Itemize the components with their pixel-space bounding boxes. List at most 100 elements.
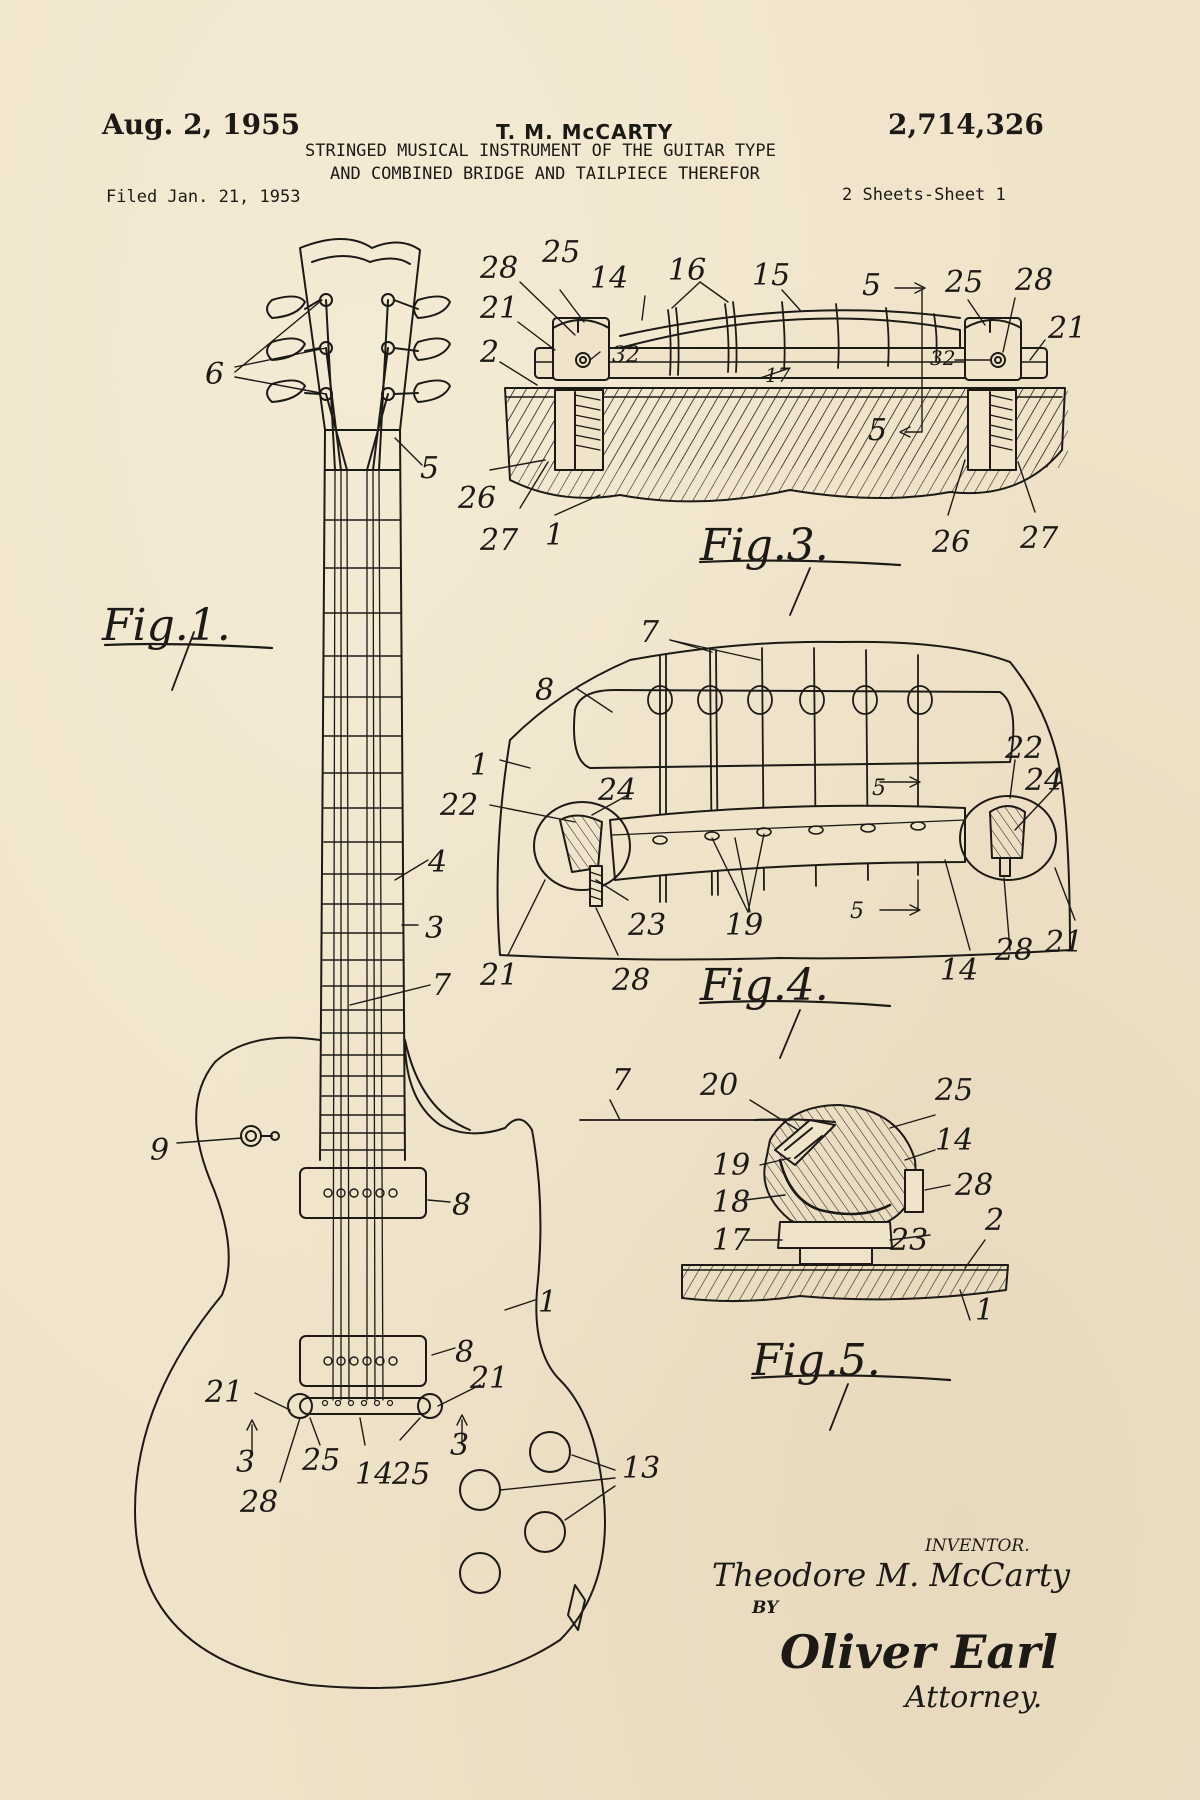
control-knob-3 [524,1511,566,1553]
fig3-label-27a: 27 [479,523,519,558]
fig3-bridge-bar [534,347,1048,379]
fig4-label-28b: 28 [994,933,1033,968]
fig1-label-1: 1 [538,1285,557,1320]
fig4-label-8: 8 [535,673,554,708]
fig1-caption: Fig.1. [101,600,231,651]
fig3-label-25a: 25 [541,235,580,270]
fig1-label-21b: 21 [469,1361,508,1396]
fig1-label-9: 9 [150,1133,169,1168]
fig3-label-16: 16 [668,253,706,288]
fig5-label-28: 28 [954,1168,993,1203]
tuner-pegs-right [381,293,451,403]
fig5-body-section [681,1264,1009,1303]
control-knob-2 [459,1469,501,1511]
fig5-caption: Fig.5. [751,1335,881,1386]
fig5-label-17: 17 [712,1223,751,1258]
fig4-label-22b: 22 [1004,731,1043,766]
fig1-label-14: 14 [355,1457,393,1492]
control-knob-1 [529,1431,571,1473]
guitar-body-outline [134,1036,606,1689]
title-line-1: STRINGED MUSICAL INSTRUMENT OF THE GUITA… [305,141,776,161]
fig4-label-7: 7 [640,615,660,650]
fig5-label-18: 18 [712,1185,750,1220]
fig1-label-8a: 8 [452,1188,471,1223]
fig3-label-32b: 32 [930,346,955,370]
fig5-label-23: 23 [889,1223,928,1258]
fig3-caption: Fig.3. [699,520,829,571]
fig3-label-21b: 21 [1047,311,1086,346]
fig1-label-3: 3 [425,911,444,946]
fig3-label-21a: 21 [479,291,518,326]
patent-date: Aug. 2, 1955 [102,108,301,141]
fig1-label-25a: 25 [301,1443,340,1478]
fig5-label-7: 7 [612,1063,632,1098]
fig1-label-3b: 3 [236,1445,255,1480]
inventor-name: T. M. McCARTY [496,120,674,144]
output-jack [567,1584,586,1631]
fig4-caption: Fig.4. [699,960,829,1011]
neck-outline [319,429,406,1161]
filed-date: Filed Jan. 21, 1953 [106,187,301,207]
fig3-body-section [504,387,1066,503]
headstock-inner [311,255,411,265]
fig1-label-25b: 25 [391,1457,430,1492]
fig1-label-28: 28 [239,1485,278,1520]
fig3-label-5a: 5 [862,268,881,303]
attorney-signature: Oliver Earl [780,1625,1058,1679]
fig1-label-4: 4 [427,845,447,880]
fig3-label-32a: 32 [612,343,640,368]
fig3-label-28b: 28 [1014,263,1053,298]
fig3-label-28a: 28 [479,251,518,286]
fig3-label-1: 1 [545,518,564,553]
by-label: BY [752,1598,779,1618]
fig4-label-24a: 24 [597,773,636,808]
fig4-label-23: 23 [627,908,666,943]
fig1-label-13: 13 [622,1451,660,1486]
guitar-strings [332,469,384,1401]
control-knob-4 [459,1552,501,1594]
fig5-bridge-cross-section [579,1099,1009,1431]
fig5-label-2: 2 [984,1203,1004,1238]
fig3-label-17: 17 [765,363,791,387]
fig4-broken-outline [496,640,1071,961]
fig5-label-14: 14 [935,1123,973,1158]
frets [320,519,406,1151]
neck-pickup [299,1167,427,1219]
fig1-label-3c: 3 [450,1428,469,1463]
fig4-label-5a: 5 [872,776,886,801]
fig4-label-21b: 21 [1044,925,1083,960]
sheet-count: 2 Sheets-Sheet 1 [842,185,1006,205]
fig4-label-1: 1 [470,748,489,783]
patent-number: 2,714,326 [888,108,1044,141]
fig3-label-26a: 26 [457,481,496,516]
fig4-pickup-cover [573,689,1015,769]
fig4-label-28a: 28 [611,963,650,998]
tuner-pegs-left [266,293,333,403]
fig3-label-14: 14 [590,261,628,296]
fig5-label-1: 1 [975,1293,994,1328]
fig3-bridge-section [489,281,1068,616]
fig1-label-8b: 8 [455,1335,474,1370]
fig3-label-26b: 26 [931,525,970,560]
toggle-switch [240,1125,262,1147]
fig4-label-24b: 24 [1024,763,1063,798]
inventor-signature: Theodore M. McCarty [712,1556,1070,1594]
bridge-pickup [299,1335,427,1387]
fig1-label-7: 7 [432,968,452,1003]
cutaway-edge [404,1039,471,1131]
fig4-label-5b: 5 [850,899,864,924]
fig3-label-25b: 25 [944,265,983,300]
fig4-label-14: 14 [940,953,978,988]
bridge-tailpiece [299,1397,431,1415]
fig1-label-21a: 21 [204,1375,243,1410]
fig5-label-20: 20 [699,1068,738,1103]
fig1-label-6: 6 [205,357,224,392]
fig1-guitar-drawing [103,238,616,1689]
fig3-label-2: 2 [479,335,499,370]
fig1-label-5: 5 [420,451,439,486]
fig4-bridge-perspective [489,639,1076,1059]
fig5-label-19: 19 [712,1148,750,1183]
fig3-label-5b: 5 [868,413,887,448]
